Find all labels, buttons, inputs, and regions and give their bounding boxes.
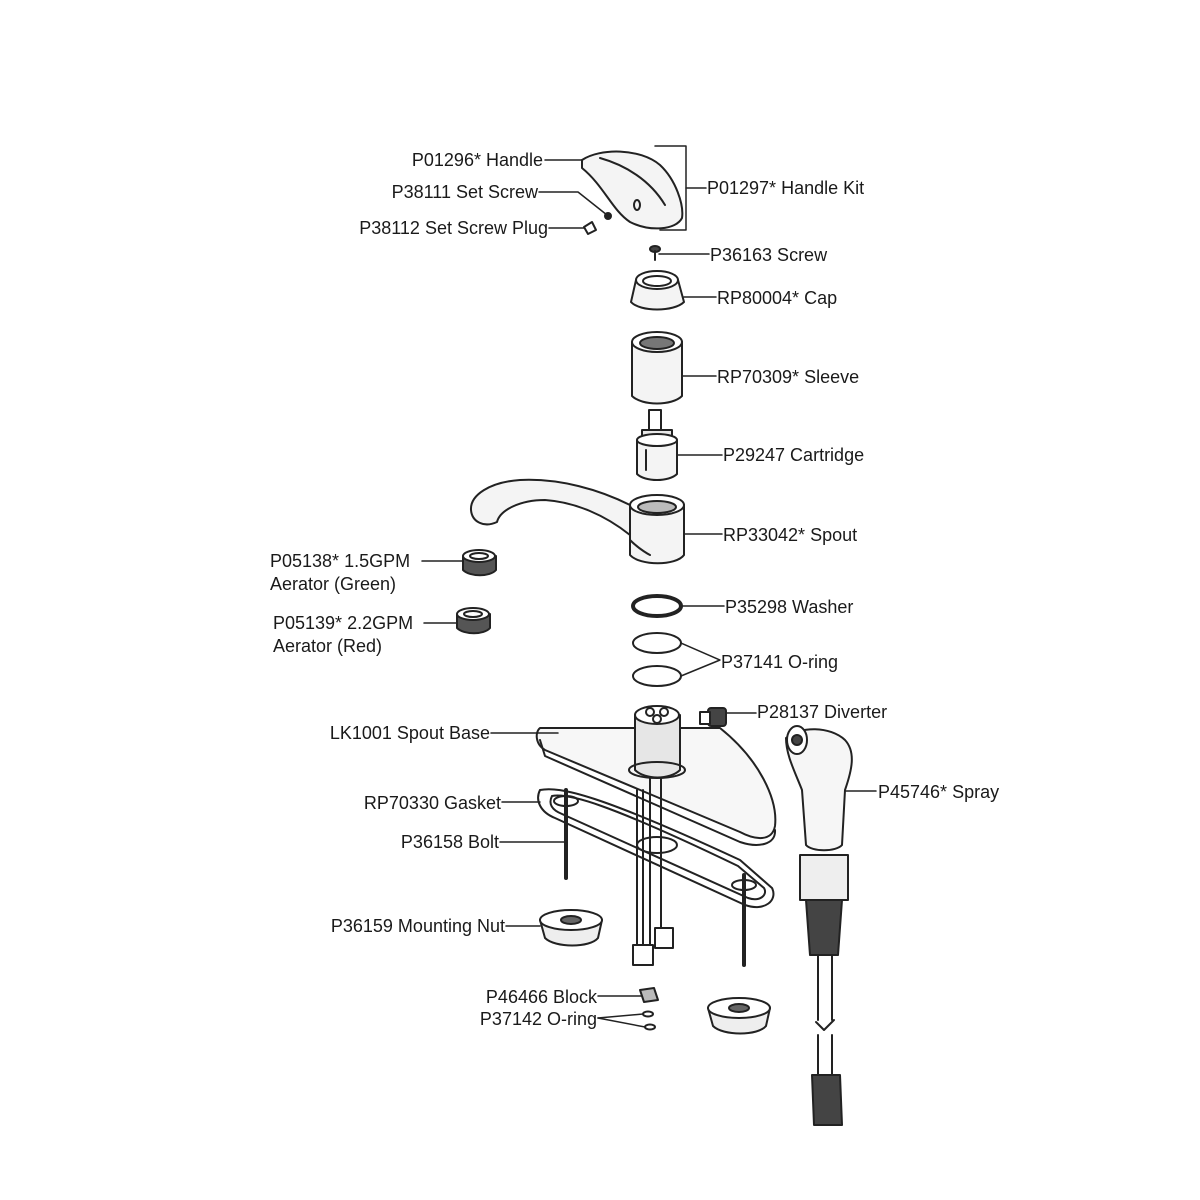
label-bolt: P36158 Bolt <box>400 832 499 852</box>
screw-part <box>649 245 661 261</box>
label-set-screw: P38111 Set Screw <box>391 182 538 202</box>
label-screw: P36163 Screw <box>710 245 828 265</box>
cartridge-part <box>636 409 678 481</box>
label-aerator-green-line1: P05138* 1.5GPM <box>270 551 411 571</box>
label-mounting-nut: P36159 Mounting Nut <box>330 916 505 936</box>
label-block: P46466 Block <box>485 987 597 1007</box>
spray-part <box>785 725 853 1126</box>
diverter-part <box>699 707 727 727</box>
label-cap: RP80004* Cap <box>717 288 838 308</box>
handle-part <box>581 150 684 230</box>
label-gasket: RP70330 Gasket <box>363 793 501 813</box>
block-part <box>639 987 659 1003</box>
mounting-nut-left-part <box>539 909 603 947</box>
leader-lines <box>421 159 877 1028</box>
label-diverter: P28137 Diverter <box>757 702 888 722</box>
label-aerator-red: P05139* 2.2GPM Aerator (Red) <box>273 612 413 658</box>
label-o-ring-small: P37142 O-ring <box>479 1009 597 1029</box>
label-spout: RP33042* Spout <box>723 525 858 545</box>
aerator-green-part <box>462 549 497 577</box>
label-spray: P45746* Spray <box>878 782 1000 802</box>
sleeve-part <box>631 331 683 405</box>
o-ring-lower-part <box>632 665 682 687</box>
label-aerator-green: P05138* 1.5GPM Aerator (Green) <box>270 550 410 596</box>
label-spout-base: LK1001 Spout Base <box>329 723 490 743</box>
label-handle-kit: P01297* Handle Kit <box>707 178 865 198</box>
label-aerator-red-line2: Aerator (Red) <box>273 636 383 656</box>
washer-part <box>631 594 683 618</box>
spout-base-part <box>535 705 777 846</box>
label-sleeve: RP70309* Sleeve <box>717 367 860 387</box>
label-handle: P01296* Handle <box>411 150 543 170</box>
label-aerator-green-line2: Aerator (Green) <box>270 574 397 594</box>
small-o-ring-upper-part <box>642 1010 654 1018</box>
label-aerator-red-line1: P05139* 2.2GPM <box>273 613 414 633</box>
label-cartridge: P29247 Cartridge <box>723 445 865 465</box>
cap-part <box>630 270 685 311</box>
set-screw-plug-part <box>583 221 597 235</box>
spout-part <box>469 478 685 565</box>
mounting-nut-right-part <box>707 997 771 1035</box>
o-ring-upper-part <box>632 632 682 654</box>
small-o-ring-lower-part <box>644 1023 656 1031</box>
label-o-ring: P37141 O-ring <box>721 652 839 672</box>
label-set-screw-plug: P38112 Set Screw Plug <box>359 218 548 238</box>
supply-tubes-part <box>632 777 674 966</box>
aerator-red-part <box>456 607 491 635</box>
label-washer: P35298 Washer <box>725 597 854 617</box>
